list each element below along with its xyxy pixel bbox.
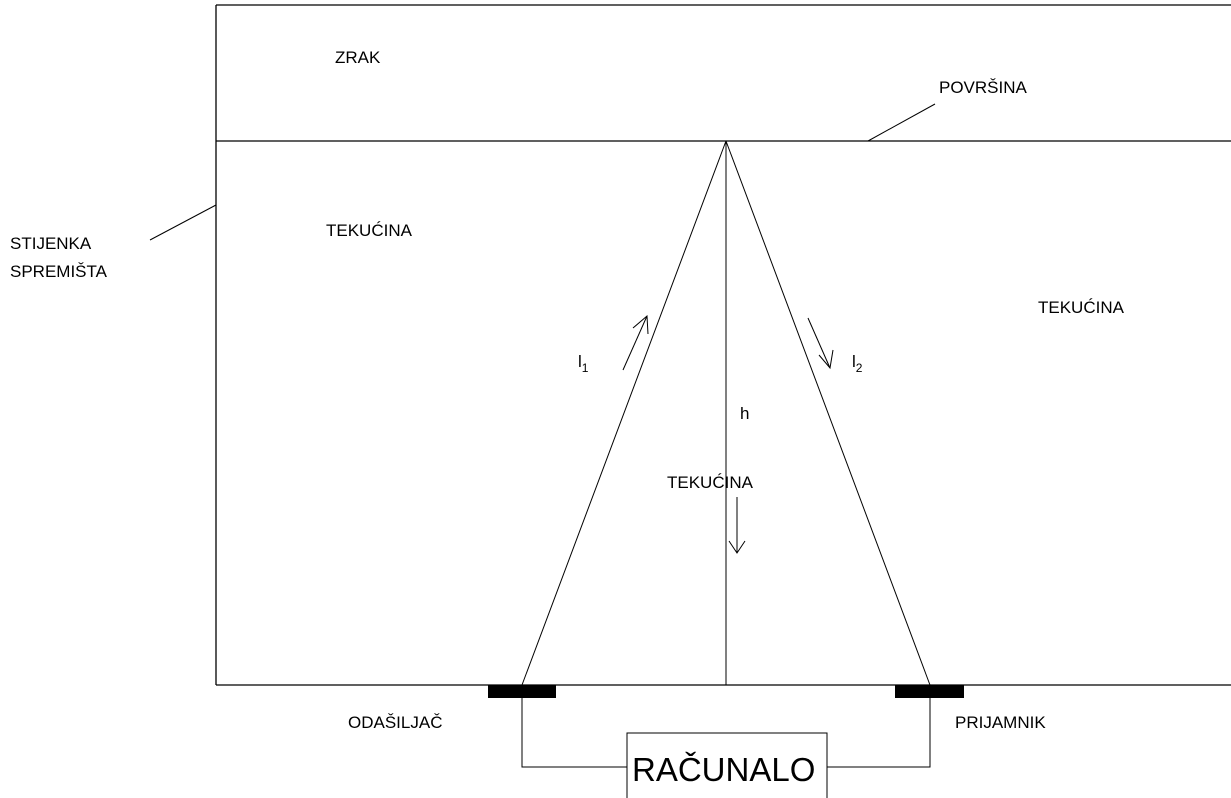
receiver-label: PRIJAMNIK: [955, 713, 1046, 732]
transmitter-block: [488, 685, 556, 698]
wall-leader-line: [149, 204, 217, 241]
path-l1-label: l1: [578, 352, 589, 375]
computer-box: [626, 732, 828, 798]
path-l1-line: [521, 140, 727, 686]
path-l1-arrow: [622, 314, 649, 371]
surface-label: POVRŠINA: [939, 78, 1028, 97]
surface-leader-line: [867, 103, 936, 142]
liquid-label-center: TEKUĆINA: [667, 473, 754, 492]
liquid-label-right: TEKUĆINA: [1038, 298, 1125, 317]
receiver-wire: [827, 698, 931, 768]
transmitter-wire: [521, 698, 627, 768]
tank-wall-label-line1: STIJENKA: [10, 234, 92, 253]
receiver-block: [895, 685, 964, 698]
down-arrow: [728, 497, 746, 554]
air-label: ZRAK: [335, 48, 381, 67]
path-l2-arrow: [807, 317, 834, 370]
liquid-label-left: TEKUĆINA: [326, 221, 413, 240]
transmitter-label: ODAŠILJAČ: [348, 713, 442, 732]
computer-label: RAČUNALO: [632, 751, 815, 788]
tank-wall-label-line2: SPREMIŠTA: [10, 262, 108, 281]
height-h-label: h: [740, 404, 749, 423]
path-l2-line: [725, 140, 931, 686]
path-l2-label: l2: [852, 352, 863, 375]
